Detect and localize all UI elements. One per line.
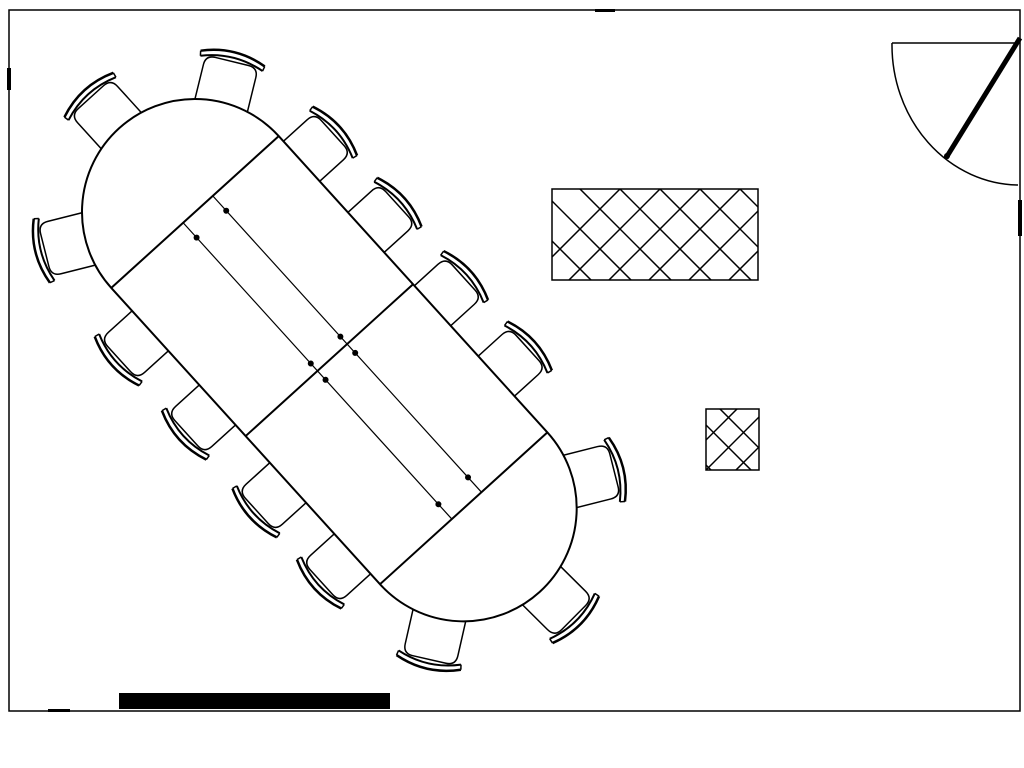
window-bar: [119, 693, 390, 709]
hatched-cabinet-icon: [551, 188, 759, 281]
wall-mark: [7, 68, 11, 90]
wall-mark: [1018, 200, 1022, 236]
room-wall: [8, 9, 1021, 712]
wall-mark: [48, 709, 70, 712]
door-icon[interactable]: [891, 36, 1023, 186]
conference-table-icon[interactable]: [0, 0, 697, 742]
hatched-box-icon: [705, 408, 760, 471]
wall-mark: [595, 9, 615, 12]
